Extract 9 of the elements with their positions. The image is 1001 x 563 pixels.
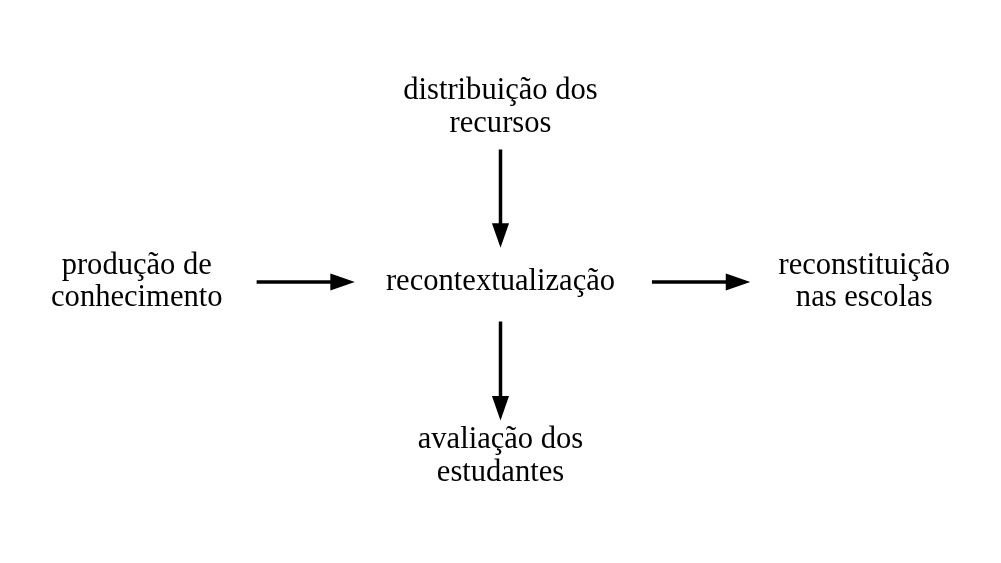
node-text: recontextualização	[385, 262, 616, 297]
arrow	[491, 149, 510, 248]
node-text: avaliação dos estudantes	[417, 420, 584, 488]
arrow	[256, 272, 355, 291]
node-text: produção de conhecimento	[51, 246, 223, 313]
arrow	[491, 321, 510, 420]
node-text: distribuição dos recursos	[403, 71, 598, 139]
arrow	[651, 272, 751, 291]
node-text: reconstituição nas escolas	[778, 246, 950, 313]
